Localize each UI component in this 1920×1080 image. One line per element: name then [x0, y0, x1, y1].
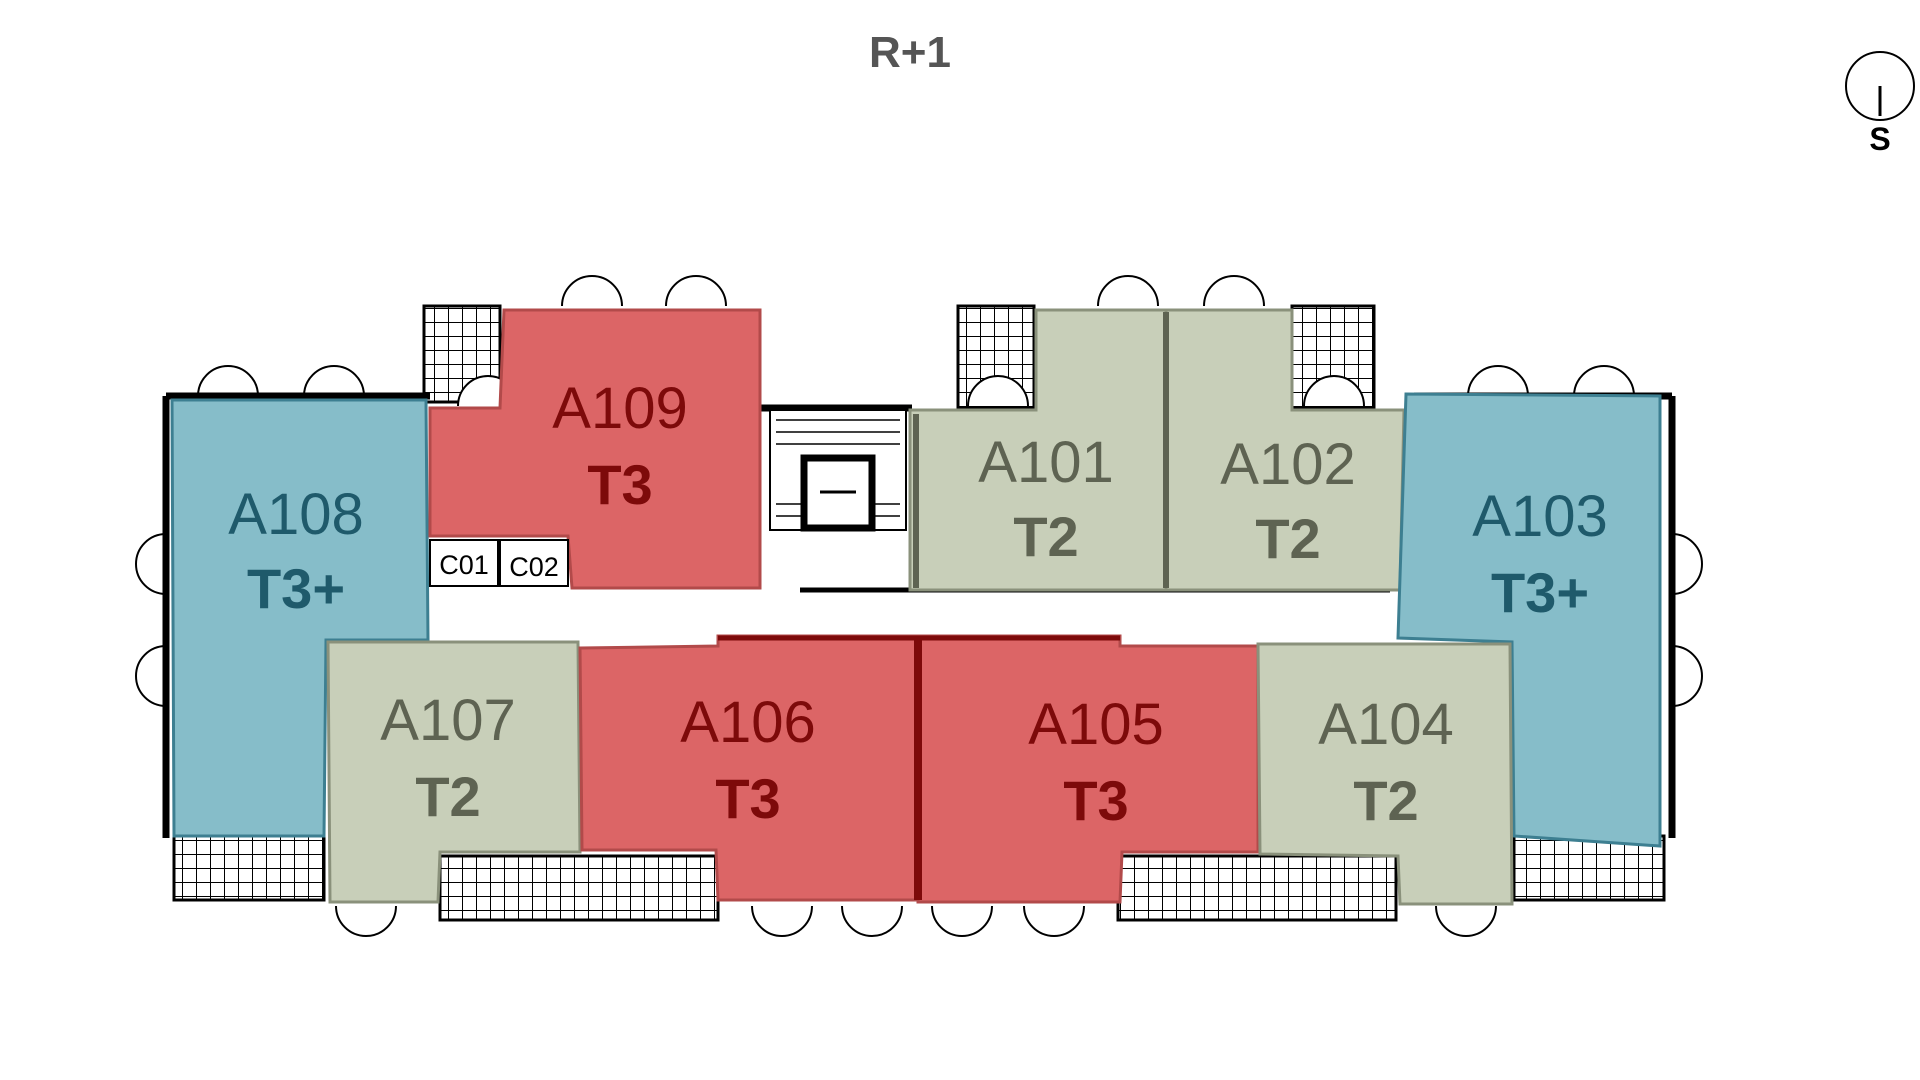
- unit-type-label: T2: [1255, 507, 1320, 570]
- unit-code-label: A101: [978, 430, 1113, 495]
- unit-code-label: A108: [228, 482, 363, 547]
- door-arc: [135, 645, 167, 707]
- floor-title: R+1: [869, 28, 951, 77]
- unit-code-label: A109: [552, 376, 687, 441]
- cellar-label: C02: [509, 552, 559, 582]
- unit-a103: [1396, 392, 1662, 848]
- unit-code-label: A107: [380, 688, 515, 753]
- unit-a109: [428, 308, 762, 590]
- door-arc: [1023, 905, 1085, 937]
- door-arc: [967, 375, 1029, 407]
- door-arc: [1303, 375, 1365, 407]
- door-arc: [841, 905, 903, 937]
- door-arc: [751, 905, 813, 937]
- unit-code-label: A105: [1028, 692, 1163, 757]
- balcony-a107: [438, 854, 720, 922]
- unit-type-label: T3: [715, 767, 780, 830]
- door-arc: [303, 365, 365, 397]
- unit-code-label: A102: [1220, 432, 1355, 497]
- door-arc: [1467, 365, 1529, 397]
- unit-a107: [326, 640, 582, 904]
- balconies: [172, 304, 1666, 922]
- door-arc: [1671, 533, 1703, 595]
- door-arc: [1097, 275, 1159, 307]
- balcony-a104: [1116, 854, 1398, 922]
- cellar-c02: [499, 539, 569, 587]
- door-arc: [1435, 905, 1497, 937]
- door-arc: [335, 905, 397, 937]
- compass: S: [1845, 51, 1915, 157]
- unit-code-label: A104: [1318, 692, 1453, 757]
- unit-type-label: T3+: [1491, 561, 1589, 624]
- cellar-label: C01: [439, 550, 489, 580]
- door-arc: [1671, 645, 1703, 707]
- cellar-c01: [429, 539, 499, 587]
- unit-a108: [170, 398, 430, 838]
- units: [170, 308, 1662, 906]
- stair-core: [769, 409, 907, 532]
- unit-type-label: T3+: [247, 557, 345, 620]
- unit-type-label: T3: [587, 453, 652, 516]
- unit-code-label: A103: [1472, 484, 1607, 549]
- unit-a104: [1256, 642, 1514, 906]
- unit-type-label: T2: [415, 765, 480, 828]
- compass-label: S: [1869, 121, 1890, 157]
- unit-type-label: T3: [1063, 769, 1128, 832]
- door-arc: [665, 275, 727, 307]
- door-arc: [1573, 365, 1635, 397]
- balcony-a108: [172, 834, 326, 902]
- unit-labels: A109 T3 A108 T3+ A101 T2 A102 T2 A103 T3…: [228, 376, 1607, 832]
- unit-code-label: A106: [680, 690, 815, 755]
- door-arc: [561, 275, 623, 307]
- cellars: C01 C02: [429, 539, 569, 587]
- balcony-a103: [1512, 834, 1666, 902]
- door-arc: [1203, 275, 1265, 307]
- unit-type-label: T2: [1013, 505, 1078, 568]
- door-arc: [197, 365, 259, 397]
- interior-walls: [718, 312, 1169, 900]
- door-arc: [135, 533, 167, 595]
- door-arc: [931, 905, 993, 937]
- unit-type-label: T2: [1353, 769, 1418, 832]
